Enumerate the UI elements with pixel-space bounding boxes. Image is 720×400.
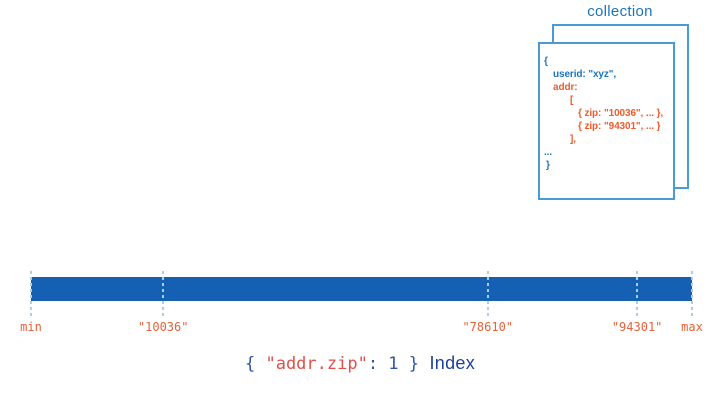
index-caption: { "addr.zip": 1 } Index: [0, 353, 720, 374]
tick-container: min "10036" "78610" "94301" max: [20, 0, 703, 400]
caption-brace-open: {: [244, 354, 266, 374]
tick-line: [30, 271, 32, 316]
document-line: addr:: [553, 82, 578, 93]
index-range-bar: [31, 277, 692, 301]
tick-line: [691, 271, 693, 316]
tick-line: [636, 271, 639, 316]
document-line: [: [570, 95, 574, 106]
document-line: ...: [544, 147, 553, 158]
document-card-front: { userid: "xyz", addr: [ { zip: "10036", ...…: [538, 42, 675, 200]
document-line: }: [546, 160, 550, 171]
tick-label: "94301": [611, 320, 663, 334]
tick-label: "10036": [137, 320, 189, 334]
tick-line: [162, 271, 165, 316]
tick-line: [486, 271, 489, 316]
document-line: ],: [570, 134, 576, 145]
document-line: { zip: "10036", ... },: [578, 108, 664, 119]
tick-label: "78610": [462, 320, 514, 334]
document-json: { userid: "xyz", addr: [ { zip: "10036", ...…: [540, 55, 673, 172]
caption-key: "addr.zip": [265, 354, 368, 374]
document-line: {: [544, 56, 548, 67]
document-line: userid: "xyz",: [553, 69, 617, 80]
document-line: { zip: "94301", ... }: [578, 121, 661, 132]
tick-label: max: [681, 320, 703, 334]
tick-label: min: [20, 320, 42, 334]
caption-value: : 1 }: [367, 354, 420, 374]
index-spec-code: { "addr.zip": 1 }: [245, 354, 419, 374]
index-label: Index: [429, 353, 476, 373]
collection-title: collection: [587, 3, 653, 20]
